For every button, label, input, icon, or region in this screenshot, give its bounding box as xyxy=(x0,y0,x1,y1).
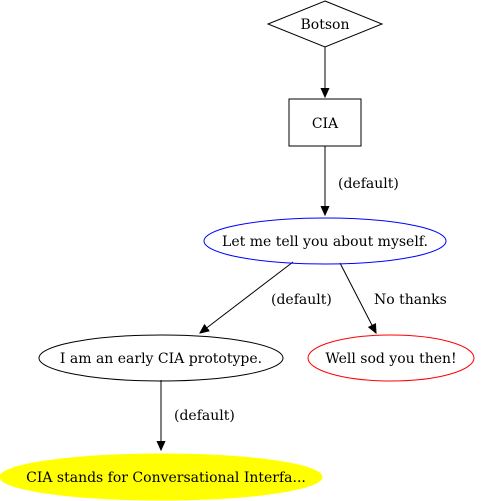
edge-label-prototype-stands: (default) xyxy=(174,408,235,424)
node-label-prototype: I am an early CIA prototype. xyxy=(60,351,262,367)
node-cia[interactable]: CIA xyxy=(288,98,362,147)
edge-label-tell-prototype: (default) xyxy=(271,292,332,308)
node-label-sod: Well sod you then! xyxy=(325,351,456,367)
ellipse-shape xyxy=(307,334,475,382)
edge-cia-to-tell: (default) xyxy=(325,146,399,215)
node-label-cia: CIA xyxy=(312,116,339,132)
node-label-stands: CIA stands for Conversational Interfa... xyxy=(26,470,306,486)
node-stands[interactable]: CIA stands for Conversational Interfa... xyxy=(0,453,323,501)
edge-label-cia-tell: (default) xyxy=(338,176,399,192)
edge-prototype-to-stands: (default) xyxy=(161,380,235,450)
edge-label-tell-sod: No thanks xyxy=(374,292,447,308)
ellipse-shape xyxy=(38,334,284,382)
node-botson[interactable]: Botson xyxy=(266,0,384,48)
node-label-tell: Let me tell you about myself. xyxy=(222,234,428,250)
node-tell[interactable]: Let me tell you about myself. xyxy=(203,217,447,265)
ellipse-shape xyxy=(203,217,447,265)
box-shape xyxy=(288,98,362,147)
ellipse-shape xyxy=(0,453,323,501)
node-sod[interactable]: Well sod you then! xyxy=(307,334,475,382)
edge-tell-to-sod: No thanks xyxy=(339,262,447,333)
diamond-shape xyxy=(266,0,384,48)
node-label-botson: Botson xyxy=(301,17,350,33)
edge-tell-to-prototype: (default) xyxy=(200,261,332,333)
node-prototype[interactable]: I am an early CIA prototype. xyxy=(38,334,284,382)
